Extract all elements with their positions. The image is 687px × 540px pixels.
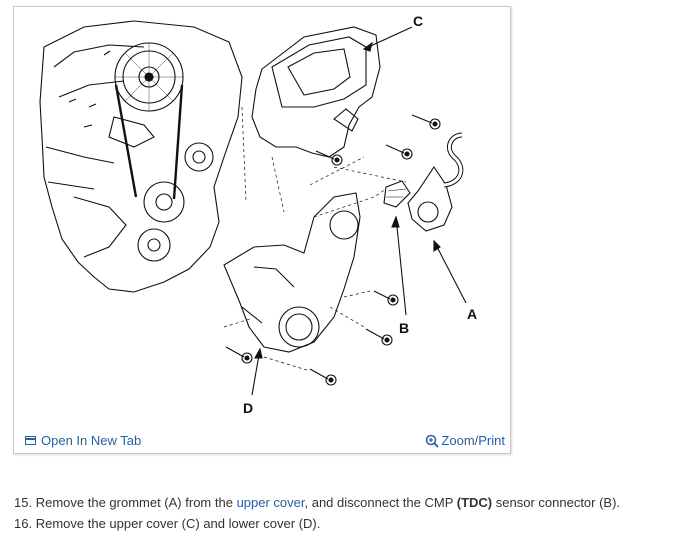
step-15: 15. Remove the grommet (A) from the uppe…: [14, 492, 679, 513]
engine-cover-diagram: [39, 20, 467, 396]
figure-link-bar: Open In New Tab Zoom/Print: [14, 427, 510, 453]
tdc-label: (TDC): [456, 495, 493, 510]
step-text: Remove the upper cover (C) and lower cov…: [35, 516, 321, 531]
callout-a: A: [467, 306, 478, 322]
zoom-print-label: Zoom/Print: [441, 433, 505, 448]
window-icon: [25, 436, 36, 445]
step-text: , and disconnect the CMP: [304, 495, 454, 510]
callout-c: C: [413, 13, 424, 29]
step-number: 15.: [14, 495, 33, 510]
magnifier-plus-icon: [426, 434, 440, 448]
step-text: sensor connector (B).: [495, 495, 621, 510]
step-text: Remove the grommet (A) from the: [35, 495, 233, 510]
zoom-print-link[interactable]: Zoom/Print: [425, 433, 505, 448]
upper-cover-link[interactable]: upper cover: [236, 495, 305, 510]
open-in-new-tab-label: Open In New Tab: [41, 433, 142, 448]
callout-b: B: [399, 320, 410, 336]
figure-container: C A B D Open In New Tab Zoom/Print: [13, 6, 511, 454]
step-16: 16. Remove the upper cover (C) and lower…: [14, 513, 679, 534]
step-number: 16.: [14, 516, 33, 531]
open-in-new-tab-link[interactable]: Open In New Tab: [25, 433, 141, 448]
instruction-steps: 15. Remove the grommet (A) from the uppe…: [14, 492, 679, 534]
callout-d: D: [243, 400, 254, 416]
